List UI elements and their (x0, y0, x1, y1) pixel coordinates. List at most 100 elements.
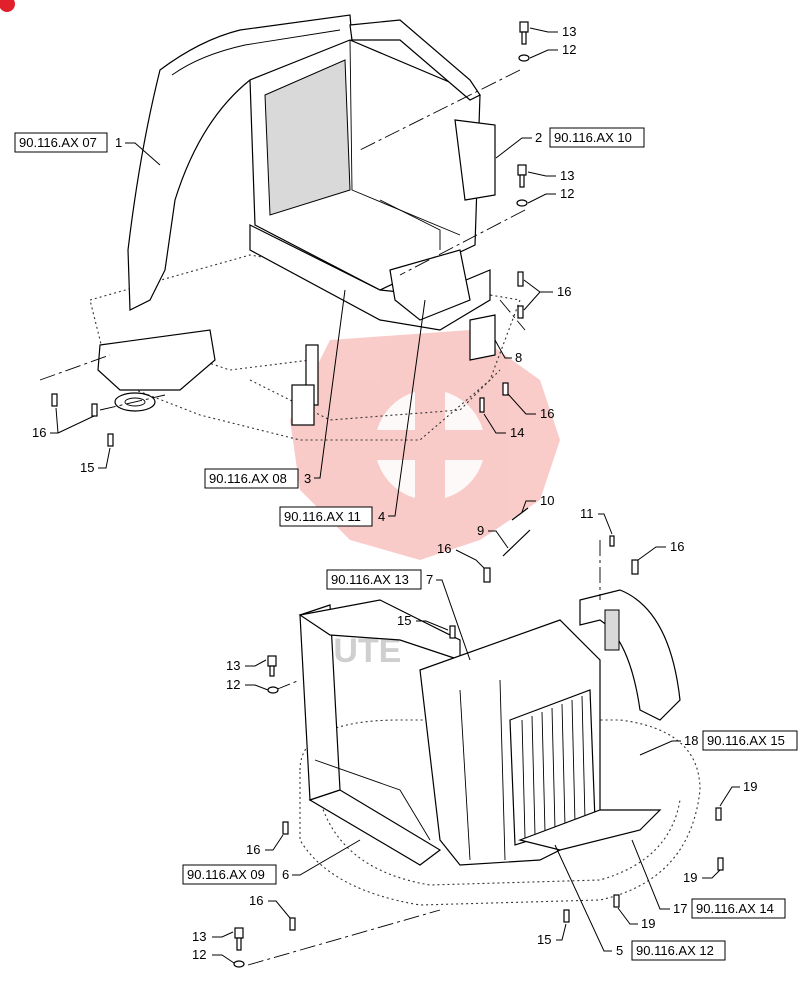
callout-12-bottom: 12 (192, 947, 235, 964)
ref-90-116-ax-09: 90.116.AX 09 (187, 867, 265, 882)
radiator-fins (521, 695, 586, 839)
item-number-16: 16 (670, 539, 684, 554)
callout-12-mid: 12 (527, 186, 574, 204)
hardware-pin-14 (479, 397, 485, 413)
callout-11: 11 (580, 506, 613, 535)
item-number-13: 13 (226, 658, 240, 673)
item-number-12: 12 (560, 186, 574, 201)
hardware-bolt-15-left (107, 433, 114, 447)
item-number-17: 17 (673, 901, 687, 916)
ref-90-116-ax-07: 90.116.AX 07 (19, 135, 97, 150)
item-number-15: 15 (537, 932, 551, 947)
hardware-bolt-15-bottom (563, 909, 570, 923)
item-number-19: 19 (743, 779, 757, 794)
item-number-1: 1 (115, 135, 122, 150)
callout-16-top-right: 16 (637, 539, 684, 561)
item-number-13: 13 (192, 929, 206, 944)
callout-4: 90.116.AX 11 4 (279, 299, 426, 527)
ref-90-116-ax-10: 90.116.AX 10 (554, 130, 632, 145)
callout-18: 90.116.AX 15 18 (639, 730, 798, 756)
hardware-bolt-15-upper (449, 625, 456, 639)
hardware-bolts-16-left (51, 393, 98, 417)
ref-90-116-ax-11: 90.116.AX 11 (284, 509, 361, 524)
item-number-4: 4 (378, 509, 385, 524)
item-number-8: 8 (515, 350, 522, 365)
callout-15-upper: 15 (397, 613, 449, 631)
callout-19-lower-right: 19 (683, 869, 721, 885)
bottom-assembly-drawing (233, 507, 724, 968)
callout-16-bottom: 16 (249, 893, 291, 919)
item-number-16: 16 (32, 425, 46, 440)
hardware-bolts-16-right (517, 271, 524, 319)
hardware-washer-12-mid (516, 199, 528, 207)
callout-6: 90.116.AX 09 6 (182, 839, 361, 885)
callout-7: 90.116.AX 13 7 (326, 569, 471, 661)
item-number-2: 2 (535, 130, 542, 145)
callout-17: 90.116.AX 14 17 (631, 839, 786, 919)
item-number-5: 5 (616, 943, 623, 958)
hardware-washer-12-bottom-upper (267, 686, 279, 694)
item-number-11: 11 (580, 506, 594, 521)
callout-16-top-left: 16 (437, 541, 485, 569)
item-number-19: 19 (683, 870, 697, 885)
corner-logo-mark (0, 0, 15, 12)
hardware-bolt-16-top-left (483, 567, 491, 583)
hardware-bolt-16-lower-right (502, 382, 509, 396)
hardware-bolt-13-mid (517, 164, 527, 188)
hardware-bolt-16-top-right (631, 559, 639, 575)
hardware-bolt-13-top (519, 21, 529, 45)
hardware-washer-12-top (518, 54, 530, 62)
callout-8: 8 (494, 339, 522, 365)
ref-90-116-ax-13: 90.116.AX 13 (331, 572, 409, 587)
item-number-16: 16 (557, 284, 571, 299)
item-number-12: 12 (226, 677, 240, 692)
hardware-bolt-16-bottom (289, 917, 296, 931)
hardware-bolt-13-bottom (234, 927, 244, 951)
callout-12-bottom-upper: 12 (226, 677, 269, 692)
hardware-bolt-16-lower-left (282, 821, 289, 835)
callout-14: 14 (483, 413, 524, 440)
item-number-7: 7 (426, 572, 433, 587)
callout-15-top: 15 (80, 447, 111, 475)
item-number-3: 3 (304, 471, 311, 486)
item-number-13: 13 (562, 24, 576, 39)
ref-90-116-ax-12: 90.116.AX 12 (636, 943, 714, 958)
item-number-16: 16 (246, 842, 260, 857)
callout-5: 90.116.AX 12 5 (554, 844, 726, 961)
item-number-6: 6 (282, 867, 289, 882)
item-number-16: 16 (540, 406, 554, 421)
ref-90-116-ax-15: 90.116.AX 15 (707, 733, 785, 748)
callout-3: 90.116.AX 08 3 (204, 289, 346, 489)
callout-13-bottom: 13 (192, 929, 234, 944)
hardware-washer-12-bottom (233, 960, 245, 968)
ref-90-116-ax-08: 90.116.AX 08 (209, 471, 287, 486)
callout-13-mid: 13 (527, 168, 574, 183)
callout-9: 9 (477, 523, 509, 549)
hardware-rivet-11 (609, 535, 615, 547)
callout-16-left: 16 (32, 407, 95, 440)
callout-13-bottom-upper: 13 (226, 658, 267, 673)
item-number-14: 14 (510, 425, 524, 440)
hardware-screw-9-10 (502, 507, 531, 557)
hardware-bolts-19 (613, 807, 724, 908)
item-number-16: 16 (249, 893, 263, 908)
callout-16-right: 16 (523, 279, 571, 311)
item-number-13: 13 (560, 168, 574, 183)
item-number-15: 15 (397, 613, 411, 628)
item-number-12: 12 (192, 947, 206, 962)
callout-16-lower-left: 16 (246, 834, 284, 857)
item-number-19: 19 (641, 916, 655, 931)
callout-13-top: 13 (529, 24, 576, 39)
callout-15-bottom: 15 (537, 923, 567, 947)
item-number-18: 18 (684, 733, 698, 748)
top-assembly-drawing (39, 14, 530, 447)
ref-90-116-ax-14: 90.116.AX 14 (696, 901, 774, 916)
item-number-15: 15 (80, 460, 94, 475)
callout-19-right: 19 (719, 779, 757, 807)
item-number-12: 12 (562, 42, 576, 57)
item-number-16: 16 (437, 541, 451, 556)
item-number-9: 9 (477, 523, 484, 538)
callout-1: 90.116.AX 07 1 (14, 132, 161, 166)
callout-16-lower-right: 16 (507, 393, 554, 421)
